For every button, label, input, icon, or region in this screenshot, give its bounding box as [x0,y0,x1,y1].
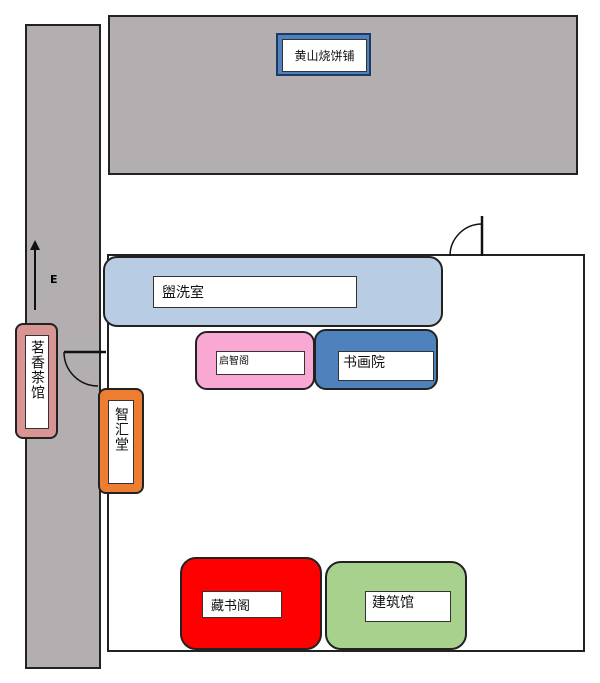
cangshu-label: 藏书阁 [202,591,282,618]
qizhi-label: 启智阁 [216,351,305,375]
room-qizhi[interactable]: 启智阁 [195,331,315,390]
door-left-icon [63,350,106,387]
top-shop-sign[interactable]: 黄山烧饼铺 [276,33,371,76]
direction-label: E [50,273,58,286]
door-top-icon [449,216,484,257]
north-arrow-icon [30,240,40,310]
shuhua-label: 书画院 [338,351,434,381]
room-shuhua[interactable]: 书画院 [314,329,438,390]
jianzhu-label: 建筑馆 [365,591,451,622]
room-jianzhu[interactable]: 建筑馆 [325,561,467,650]
mingxiang-label: 茗香茶馆 [25,335,49,429]
room-cangshu[interactable]: 藏书阁 [180,557,322,650]
room-zhihui[interactable]: 智汇堂 [98,388,144,494]
washroom-label: 盥洗室 [153,276,357,308]
room-washroom[interactable]: 盥洗室 [103,256,443,327]
zhihui-label: 智汇堂 [108,400,134,484]
room-mingxiang[interactable]: 茗香茶馆 [15,323,58,439]
top-shop-label: 黄山烧饼铺 [282,39,367,72]
